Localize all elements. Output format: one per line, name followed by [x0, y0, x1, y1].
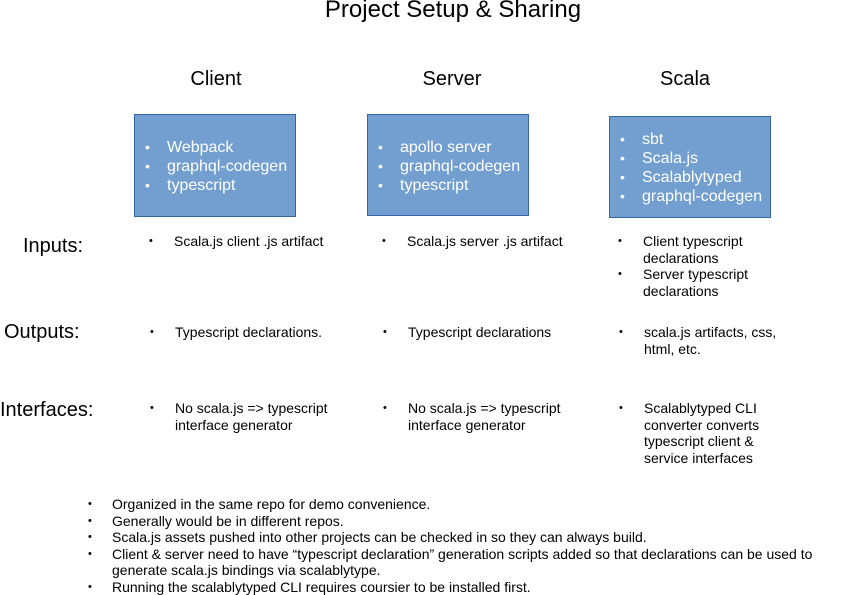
list-item: Scalablytyped CLI converter converts typ…: [619, 400, 769, 466]
client-tool-item: graphql-codegen: [135, 157, 295, 176]
list-item: scala.js artifacts, css, html, etc.: [619, 324, 789, 357]
scala-tool-item: Scalablytyped: [610, 168, 770, 187]
server-tools-box: apollo server graphql-codegen typescript: [367, 114, 529, 216]
row-label-outputs: Outputs:: [4, 321, 80, 344]
list-item: Server typescript declarations: [618, 266, 768, 299]
note-item: Organized in the same repo for demo conv…: [88, 496, 842, 513]
column-heading-server: Server: [372, 68, 532, 91]
interfaces-scala-cell: Scalablytyped CLI converter converts typ…: [619, 400, 769, 466]
inputs-client-cell: Scala.js client .js artifact: [149, 233, 359, 250]
interfaces-server-cell: No scala.js => typescript interface gene…: [383, 400, 573, 433]
diagram-title: Project Setup & Sharing: [0, 0, 842, 24]
note-item: Scala.js assets pushed into other projec…: [88, 529, 842, 546]
server-tool-item: apollo server: [368, 138, 528, 157]
list-item: Scala.js server .js artifact: [382, 233, 592, 250]
scala-tools-box: sbt Scala.js Scalablytyped graphql-codeg…: [609, 116, 771, 218]
client-tool-item: Webpack: [135, 138, 295, 157]
list-item: Typescript declarations.: [150, 324, 360, 341]
inputs-scala-cell: Client typescript declarations Server ty…: [618, 233, 768, 299]
outputs-server-cell: Typescript declarations: [383, 324, 593, 341]
list-item: Scala.js client .js artifact: [149, 233, 359, 250]
notes-list: Organized in the same repo for demo conv…: [88, 496, 842, 595]
row-label-interfaces: Interfaces:: [0, 399, 93, 422]
note-item: Client & server need to have “typescript…: [88, 546, 842, 579]
scala-tool-item: sbt: [610, 130, 770, 149]
list-item: No scala.js => typescript interface gene…: [383, 400, 573, 433]
column-heading-scala: Scala: [605, 68, 765, 91]
interfaces-client-cell: No scala.js => typescript interface gene…: [150, 400, 340, 433]
note-item: Generally would be in different repos.: [88, 513, 842, 530]
note-item: Running the scalablytyped CLI requires c…: [88, 579, 842, 595]
column-heading-client: Client: [136, 68, 296, 91]
row-label-inputs: Inputs:: [23, 235, 83, 258]
outputs-client-cell: Typescript declarations.: [150, 324, 360, 341]
list-item: Client typescript declarations: [618, 233, 768, 266]
list-item: No scala.js => typescript interface gene…: [150, 400, 340, 433]
outputs-scala-cell: scala.js artifacts, css, html, etc.: [619, 324, 789, 357]
list-item: Typescript declarations: [383, 324, 593, 341]
server-tool-item: typescript: [368, 176, 528, 195]
scala-tool-item: graphql-codegen: [610, 187, 770, 206]
inputs-server-cell: Scala.js server .js artifact: [382, 233, 592, 250]
scala-tool-item: Scala.js: [610, 149, 770, 168]
server-tool-item: graphql-codegen: [368, 157, 528, 176]
client-tools-box: Webpack graphql-codegen typescript: [134, 114, 296, 217]
client-tool-item: typescript: [135, 176, 295, 195]
